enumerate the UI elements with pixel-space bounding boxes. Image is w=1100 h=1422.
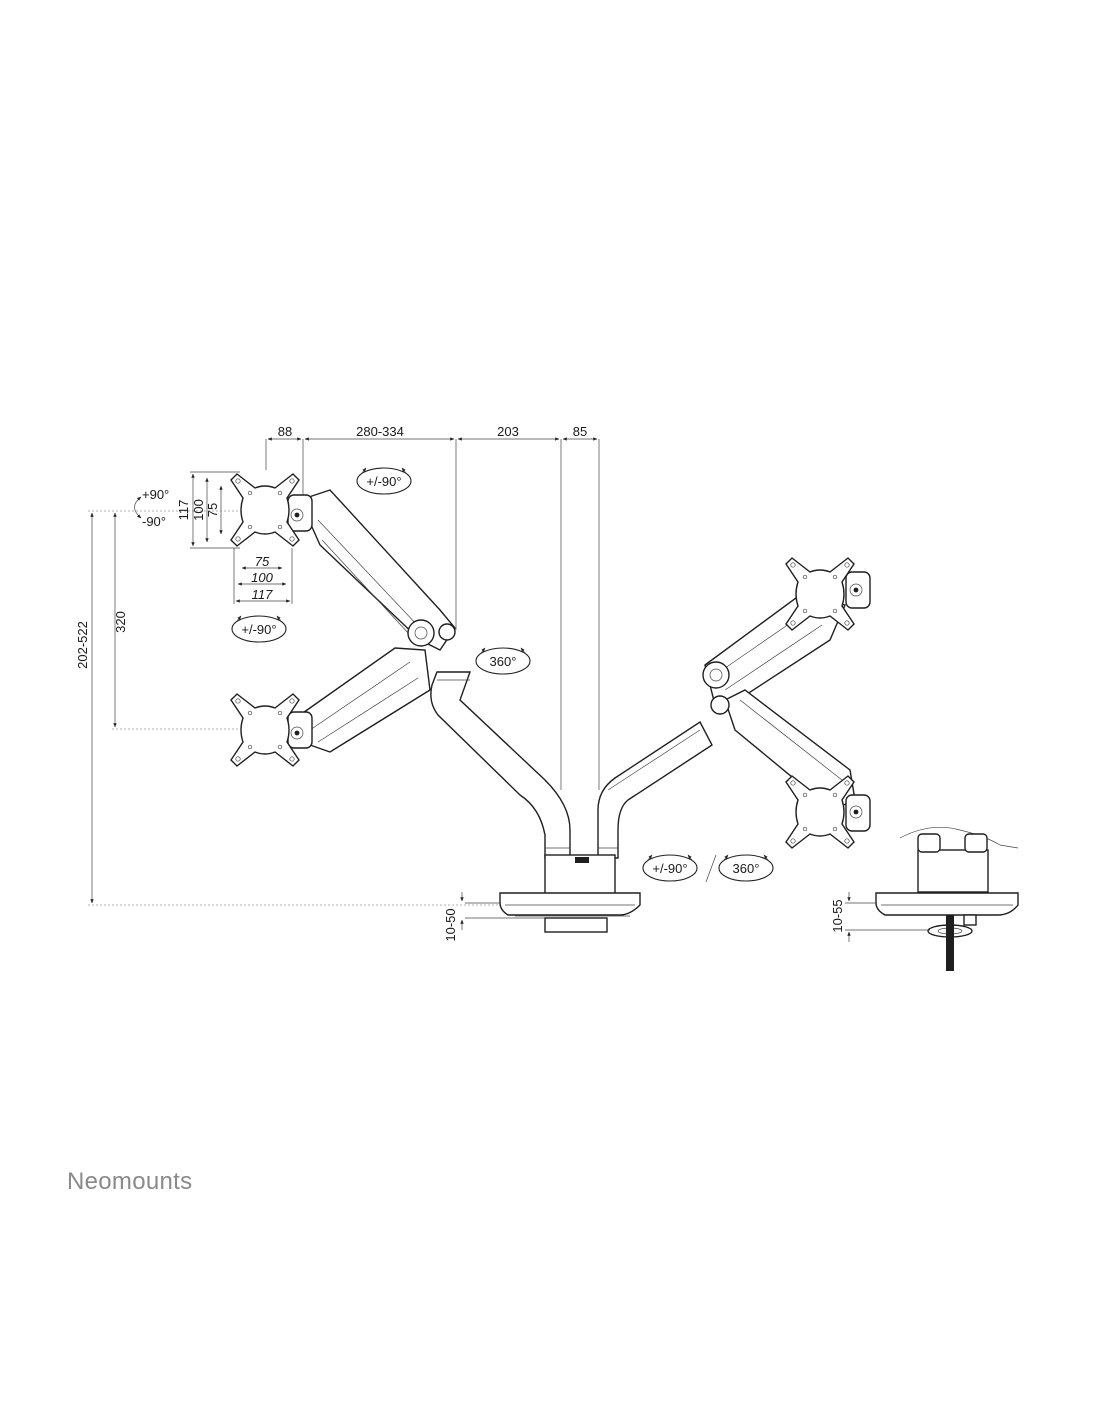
dim-vesa-75-horizontal: 75 <box>255 554 270 569</box>
dim-vesa-75-vertical: 75 <box>205 503 220 517</box>
tilt-bottom-label: +/-90° <box>652 861 687 876</box>
dim-320: 320 <box>113 611 128 633</box>
vesa-plate-top-left <box>230 473 300 547</box>
grommet-threaded-rod <box>946 915 954 971</box>
left-arm-assembly <box>230 473 571 859</box>
left-bottom-tilt-head <box>287 711 313 749</box>
rotation-separator-line <box>705 854 717 883</box>
left-top-tilt-head <box>287 494 313 532</box>
grommet-mount-detail <box>845 827 1019 971</box>
dim-vesa-117-horizontal: 117 <box>252 587 273 602</box>
desk-clamp-base <box>460 854 641 933</box>
rotation-oval-bottom-swivel <box>718 854 774 882</box>
dim-vesa-100-vertical: 100 <box>191 499 206 521</box>
tilt-top-label: +/-90° <box>366 474 401 489</box>
tilt-up-label: +90° <box>142 487 169 502</box>
tilt-indicator <box>134 496 142 519</box>
dim-85: 85 <box>573 424 587 439</box>
right-bottom-tilt-head <box>845 794 871 832</box>
right-arm-assembly <box>597 557 871 859</box>
vesa-height-dimension-lines <box>190 471 240 549</box>
vesa-width-dimension-lines <box>233 548 293 604</box>
tilt-down-label: -90° <box>142 514 166 529</box>
dim-vesa-117-vertical: 117 <box>176 500 191 521</box>
dim-88: 88 <box>278 424 292 439</box>
rotation-oval-bottom-tilt <box>642 854 698 882</box>
vesa-plate-bottom-left <box>230 693 300 767</box>
swivel-center-label: 360° <box>490 654 517 669</box>
dim-203: 203 <box>497 424 519 439</box>
rotation-oval-center <box>475 647 531 675</box>
dim-grommet-10-55: 10-55 <box>830 899 845 932</box>
dim-202-522: 202-522 <box>75 621 90 669</box>
rotation-oval-left <box>231 615 287 643</box>
top-dimension-lines <box>265 437 600 790</box>
brand-logo: Neomounts <box>67 1168 193 1195</box>
dim-clamp-10-50: 10-50 <box>443 908 458 941</box>
swivel-bottom-label: 360° <box>733 861 760 876</box>
height-dimension-lines <box>88 510 500 906</box>
right-top-tilt-head <box>845 571 871 609</box>
tilt-left-label: +/-90° <box>241 622 276 637</box>
rotation-oval-top <box>356 467 412 495</box>
dim-280-334: 280-334 <box>356 424 404 439</box>
dim-vesa-100-horizontal: 100 <box>251 570 273 585</box>
